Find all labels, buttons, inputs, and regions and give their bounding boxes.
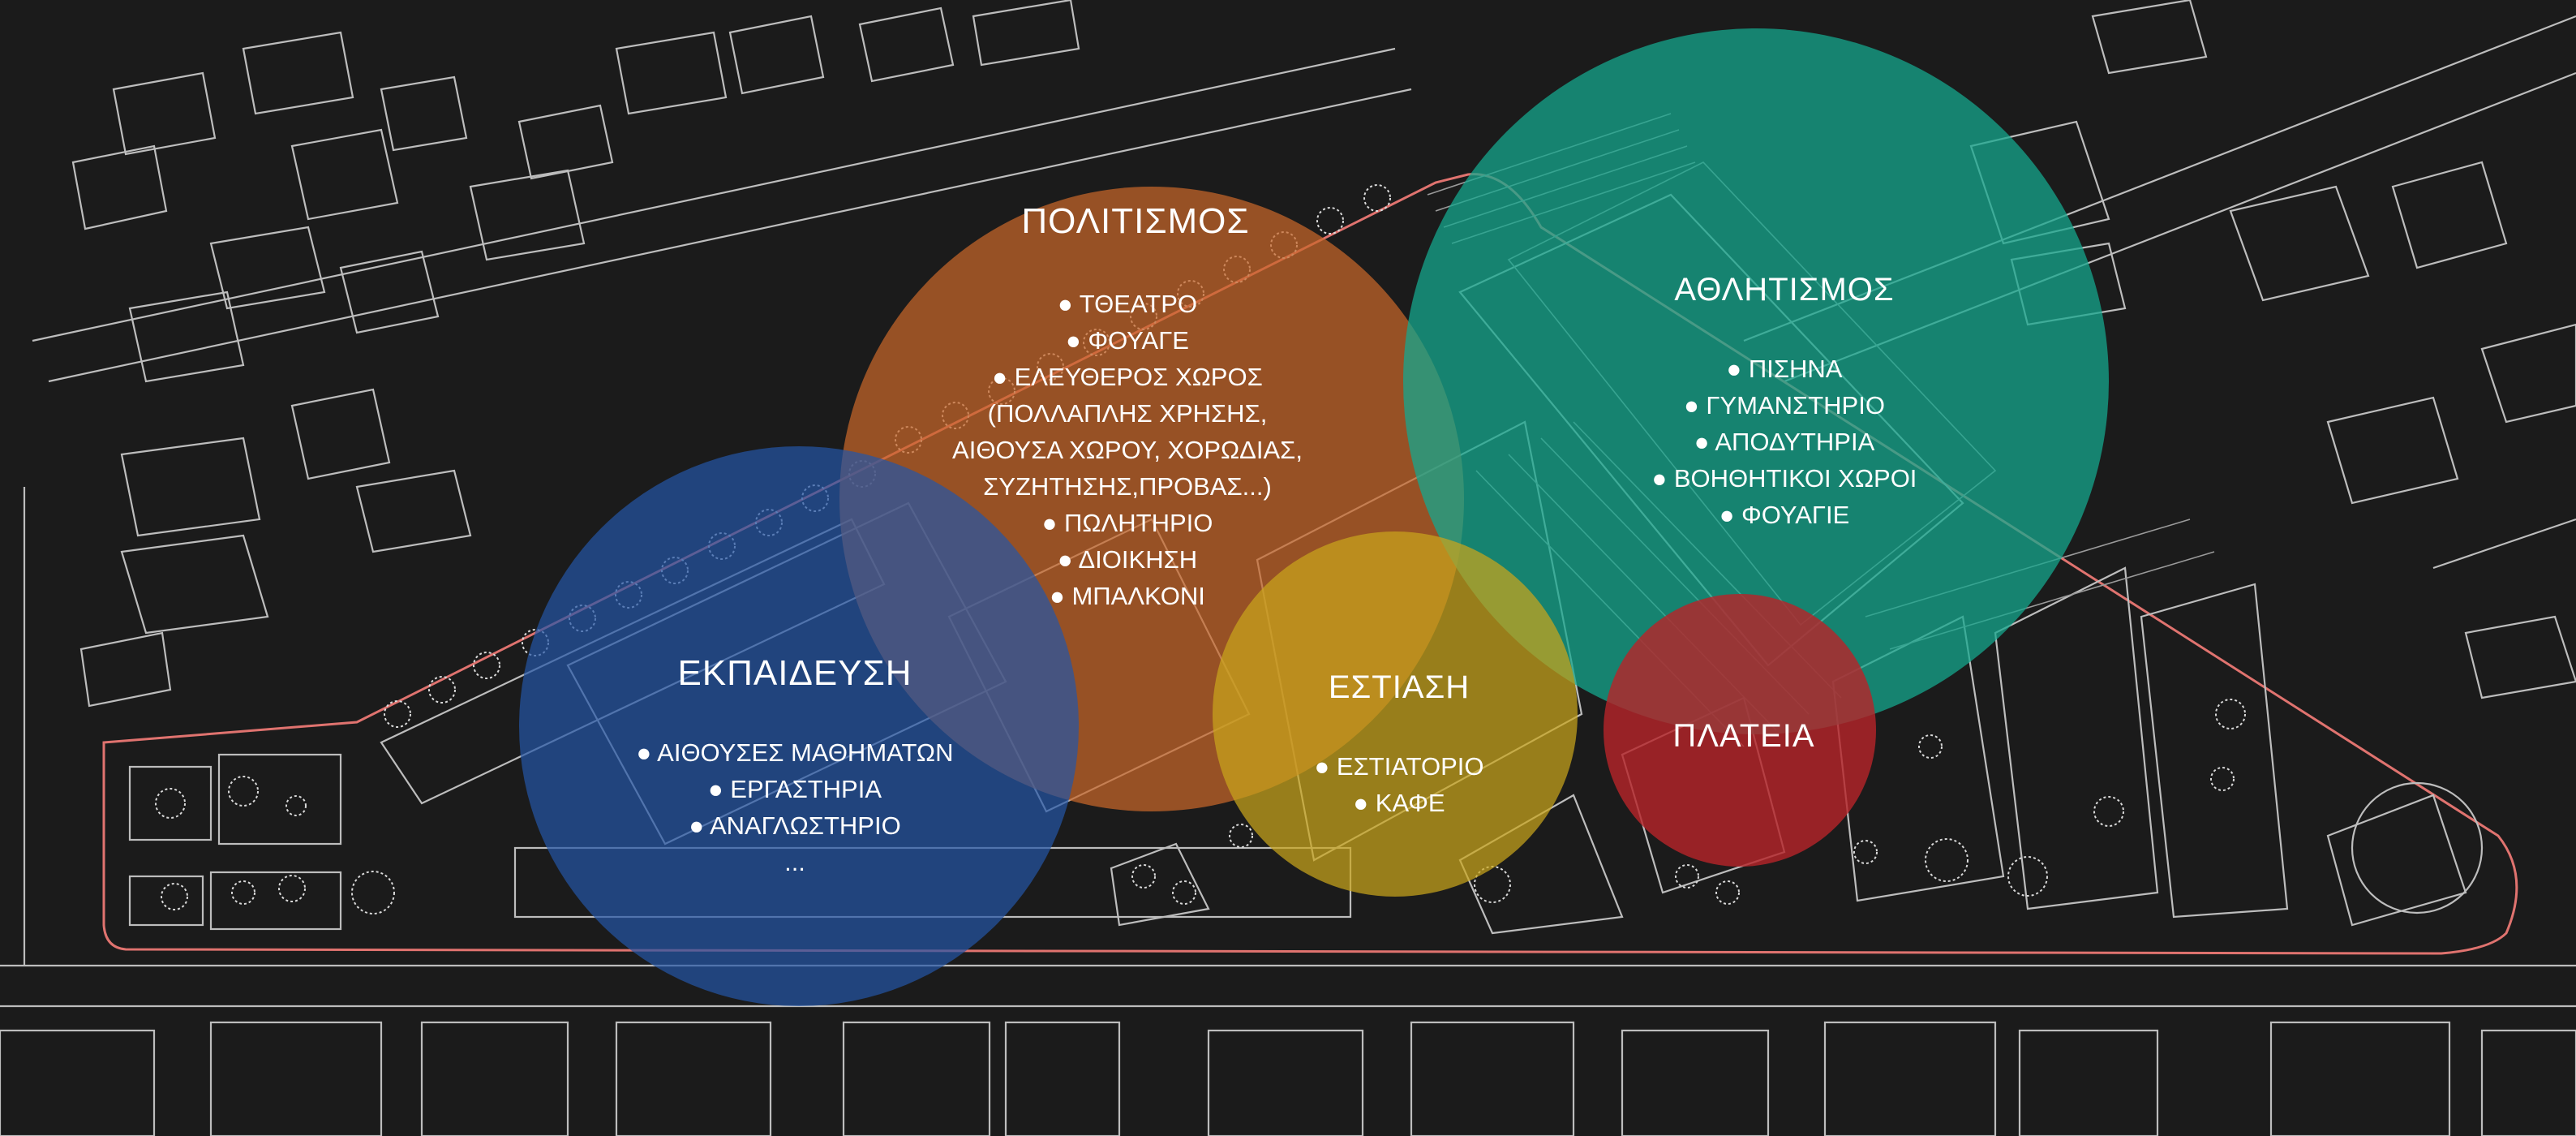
education-zone-label: ΕΚΠΑΙΔΕΥΣΗ bbox=[616, 653, 973, 694]
zone-circles bbox=[519, 28, 2109, 1006]
sports-zone-label: ΑΘΛΗΤΙΣΜΟΣ bbox=[1622, 272, 1947, 308]
sports-zone-title: ΑΘΛΗΤΙΣΜΟΣ bbox=[1674, 272, 1895, 308]
sports-item: ● ΓΥΜΑΝΣΤΗΡΙΟ bbox=[1684, 391, 1885, 420]
education-zone-items: ● ΑΙΘΟΥΣΕΣ ΜΑΘΗΜΑΤΩΝ ● ΕΡΓΑΣΤΗΡΙΑ ● ΑΝΑΓ… bbox=[568, 734, 1022, 880]
education-item: ● ΑΝΑΓΛΩΣΤΗΡΙΟ bbox=[689, 811, 901, 840]
culture-item: ΣΥΖΗΤΗΣΗΣ,ΠΡΟΒΑΣ...) bbox=[983, 472, 1272, 501]
culture-item: ● ΕΛΕΥΘΕΡΟΣ ΧΩΡΟΣ bbox=[992, 363, 1263, 391]
square-zone-label: ΠΛΑΤΕΙΑ bbox=[1630, 718, 1857, 755]
culture-item: ● ΠΩΛΗΤΗΡΙΟ bbox=[1041, 509, 1213, 537]
culture-item: ● ΦΟΥΑΓΕ bbox=[1066, 326, 1189, 355]
dining-zone-label: ΕΣΤΙΑΣΗ bbox=[1265, 669, 1533, 706]
dining-zone-items: ● ΕΣΤΙΑΤΟΡΙΟ ● ΚΑΦΕ bbox=[1249, 748, 1549, 821]
education-zone-circle bbox=[519, 446, 1079, 1006]
sports-zone-items: ● ΠΙΣΗΝΑ ● ΓΥΜΑΝΣΤΗΡΙΟ ● ΑΠΟΔΥΤΗΡΙΑ ● ΒΟ… bbox=[1582, 351, 1987, 533]
education-item: ● ΑΙΘΟΥΣΕΣ ΜΑΘΗΜΑΤΩΝ bbox=[636, 738, 954, 767]
dining-zone-circle bbox=[1213, 531, 1578, 897]
dining-item: ● ΚΑΦΕ bbox=[1353, 789, 1445, 817]
education-item: ... bbox=[784, 848, 805, 876]
neighbour-buildings-south bbox=[0, 1021, 2576, 1136]
education-item: ● ΕΡΓΑΣΤΗΡΙΑ bbox=[707, 775, 882, 803]
sports-item: ● ΒΟΗΘΗΤΙΚΟΙ ΧΩΡΟΙ bbox=[1651, 464, 1917, 493]
education-zone-title: ΕΚΠΑΙΔΕΥΣΗ bbox=[677, 653, 912, 693]
culture-item: ● ΜΠΑΛΚΟΝΙ bbox=[1050, 582, 1205, 610]
sports-item: ● ΠΙΣΗΝΑ bbox=[1726, 355, 1843, 383]
sports-zone-circle bbox=[1403, 28, 2109, 734]
sports-item: ● ΦΟΥΑΓΙΕ bbox=[1719, 501, 1850, 529]
culture-zone-label: ΠΟΛΙΤΙΣΜΟΣ bbox=[973, 201, 1298, 242]
culture-item: ● ΤΘΕΑΤΡΟ bbox=[1057, 290, 1198, 318]
culture-zone-title: ΠΟΛΙΤΙΣΜΟΣ bbox=[1021, 201, 1250, 241]
square-zone-circle bbox=[1604, 594, 1876, 867]
culture-item: ● ΔΙΟΙΚΗΣΗ bbox=[1057, 545, 1198, 574]
square-zone-title: ΠΛΑΤΕΙΑ bbox=[1672, 718, 1815, 754]
culture-item: (ΠΟΛΛΑΠΛΗΣ ΧΡΗΣΗΣ, bbox=[987, 399, 1268, 428]
sports-item: ● ΑΠΟΔΥΤΗΡΙΑ bbox=[1694, 428, 1875, 456]
dining-zone-title: ΕΣΤΙΑΣΗ bbox=[1328, 669, 1470, 705]
culture-zone-items: ● ΤΘΕΑΤΡΟ ● ΦΟΥΑΓΕ ● ΕΛΕΥΘΕΡΟΣ ΧΩΡΟΣ (ΠΟ… bbox=[868, 286, 1387, 614]
dining-item: ● ΕΣΤΙΑΤΟΡΙΟ bbox=[1314, 752, 1484, 781]
neighbour-buildings-north bbox=[71, 0, 1080, 708]
culture-item: ΑΙΘΟΥΣΑ ΧΩΡΟΥ, ΧΟΡΩΔΙΑΣ, bbox=[952, 436, 1303, 464]
